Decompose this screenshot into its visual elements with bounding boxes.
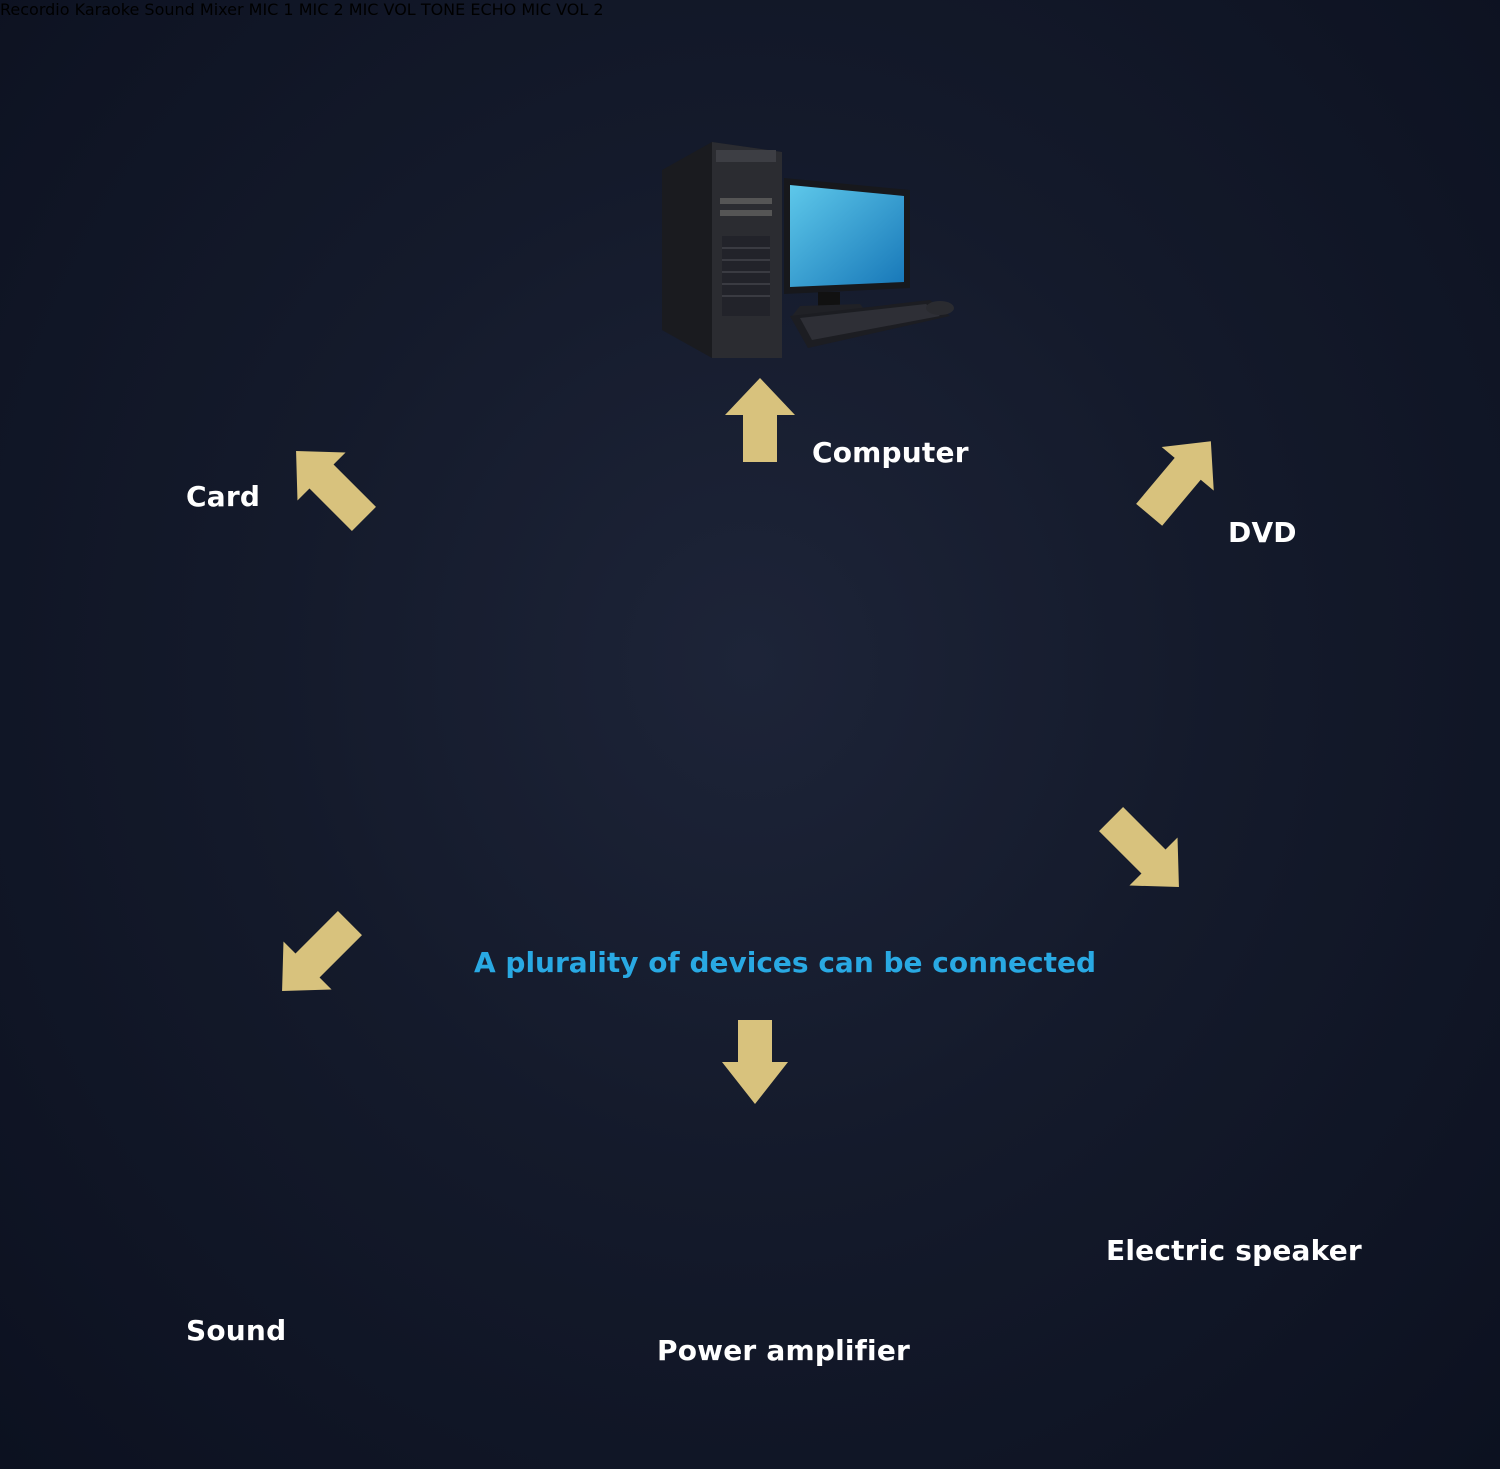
mixer-subtitle: Karaoke Sound Mixer: [74, 0, 244, 19]
device-label-dvd: DVD: [1228, 516, 1297, 549]
device-label-card: Card: [186, 480, 261, 513]
arrow-to-power-amplifier: [722, 1020, 788, 1104]
knob-label-echo: ECHO: [470, 0, 517, 19]
knob-label-mic-vol-2: MIC VOL 2: [521, 0, 604, 19]
arrow-to-electric-speaker: [1099, 807, 1179, 887]
knob-label-mic-vol: MIC VOL: [348, 0, 416, 19]
arrow-to-dvd: [1136, 441, 1214, 526]
connection-caption: A plurality of devices can be connected: [474, 946, 1096, 979]
mixer-brand: Recordio: [0, 0, 70, 19]
arrow-to-sound: [282, 911, 362, 991]
device-label-power-amplifier: Power amplifier: [657, 1334, 911, 1367]
jack-mic-2-label: MIC 2: [298, 0, 344, 19]
device-label-sound: Sound: [186, 1314, 287, 1347]
device-label-computer: Computer: [812, 436, 969, 469]
jack-mic-1-label: MIC 1: [248, 0, 294, 19]
arrow-to-card: [296, 451, 376, 531]
karaoke-mixer: Recordio Karaoke Sound Mixer MIC 1 MIC 2…: [0, 0, 604, 19]
device-label-electric-speaker: Electric speaker: [1106, 1234, 1362, 1267]
knob-label-tone: TONE: [420, 0, 466, 19]
computer-image: [662, 142, 954, 358]
arrow-to-computer: [725, 378, 795, 462]
